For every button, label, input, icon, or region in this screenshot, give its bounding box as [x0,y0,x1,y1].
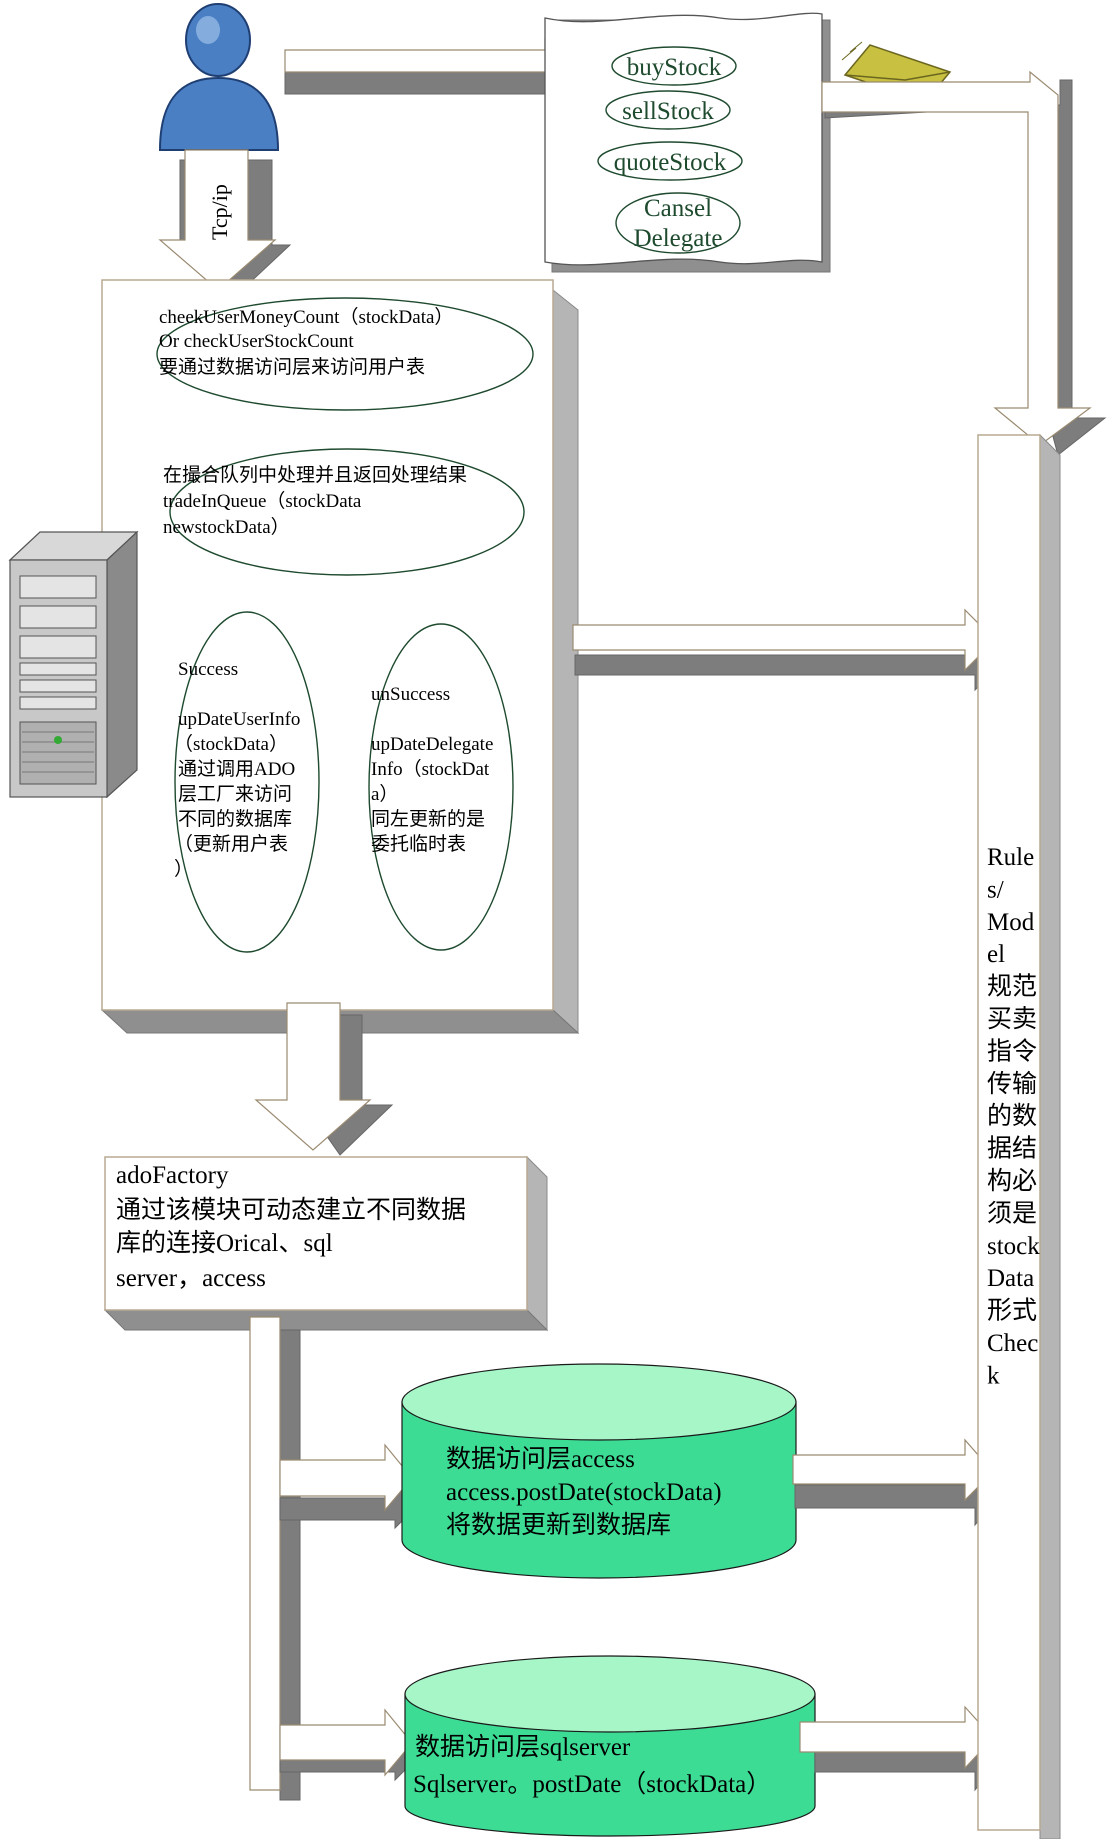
db-access-line-1: 数据访问层access [446,1445,635,1473]
db-access-line-2: access.postDate(stockData) [446,1479,722,1506]
cancel-delegate-label-1: Cansel [644,195,712,222]
success-line-8: （更新用户表 [174,833,288,855]
check-line-1: cheekUserMoneyCount（stockData） [159,306,453,328]
arrow-access-to-rules [792,1438,1001,1527]
commands-panel: buyStock sellStock quoteStock Cansel Del… [544,12,831,273]
arrow-commands-to-rules [821,70,1107,456]
cancel-delegate-label-2: Delegate [634,225,723,252]
rules-line: el [987,941,1005,968]
quote-stock-node [597,141,743,181]
check-user-node [156,297,534,411]
success-line-5: 通过调用ADO [178,758,295,780]
db-access-line-3: 将数据更新到数据库 [446,1511,671,1539]
ado-line-3: 库的连接Orical、sql [116,1229,333,1257]
check-line-3: 要通过数据访问层来访问用户表 [159,356,425,378]
ado-line-2: 通过该模块可动态建立不同数据 [116,1196,466,1224]
ado-line-1: adoFactory [116,1162,229,1189]
rules-line: 形式 [987,1297,1037,1325]
ado-factory-panel: adoFactory 通过该模块可动态建立不同数据 库的连接Orical、sql… [103,1155,549,1332]
arrow-sqlserver-to-rules [799,1705,1001,1792]
success-line-6: 层工厂来访问 [178,783,292,805]
rules-line: 买卖 [987,1005,1037,1033]
unsuccess-node [368,623,514,951]
buy-stock-label: buyStock [627,54,722,81]
rules-line: 指令 [987,1037,1037,1065]
server-tower-icon [8,530,139,799]
quote-stock-label: quoteStock [614,149,727,176]
rules-line: Chec [987,1330,1038,1357]
rules-line: Data [987,1265,1034,1292]
success-line-4: （stockData） [174,733,288,755]
db-access-cylinder: 数据访问层access access.postDate(stockData) 将… [401,1363,797,1579]
arrow-user-to-commands [284,37,571,116]
rules-line: 构必 [987,1167,1037,1195]
ado-line-4: server，access [116,1265,266,1292]
rules-line: 规范 [987,973,1037,1001]
db-sqlserver-cylinder: 数据访问层sqlserver Sqlserver。postDate（stockD… [404,1655,816,1837]
rules-line: stock [987,1233,1040,1260]
trade-queue-node [169,448,525,576]
unsuccess-line-7: 委托临时表 [371,833,466,855]
tcp-ip-label: Tcp/ip [207,184,232,240]
arrow-business-to-rules [572,608,1001,692]
sell-stock-label: sellStock [622,98,714,125]
check-line-2: Or checkUserStockCount [159,331,354,352]
rules-line: 须是 [987,1200,1037,1227]
unsuccess-line-4: Info（stockDat [371,758,490,780]
success-line-7: 不同的数据库 [178,808,292,830]
business-panel: cheekUserMoneyCount（stockData） Or checkU… [100,279,580,1035]
trade-line-3: newstockData） [163,516,290,538]
rules-line: s/ [987,876,1004,903]
arrow-tcp-ip: Tcp/ip [158,149,292,291]
arrow-ado-to-databases [249,1316,421,1801]
unsuccess-text: unSuccess upDateDelegate Info（stockDat a… [371,684,493,855]
success-line-3: upDateUserInfo [178,709,300,730]
rules-line: k [987,1362,1000,1389]
unsuccess-line-5: a） [371,783,398,805]
rules-line: 据结 [987,1135,1037,1163]
rules-line: 传输 [987,1070,1037,1098]
success-line-9: ） [174,858,193,880]
arrow-business-to-ado [254,1002,394,1156]
sell-stock-node [605,90,731,130]
user-icon [158,3,280,151]
rules-line: 的数 [987,1102,1037,1130]
trade-line-2: tradeInQueue（stockData [163,490,362,512]
success-line-1: Success [178,659,238,680]
unsuccess-line-3: upDateDelegate [371,734,493,755]
rules-line: Rule [987,844,1034,871]
db-sqlserver-line-1: 数据访问层sqlserver [415,1733,631,1761]
cancel-delegate-node [615,192,741,254]
success-text: Success upDateUserInfo （stockData） 通过调用A… [174,659,300,880]
db-sqlserver-line-2: Sqlserver。postDate（stockData） [413,1770,771,1798]
buy-stock-node [611,46,737,86]
rules-line: Mod [987,909,1035,936]
success-node [174,611,320,953]
trade-line-1: 在撮合队列中处理并且返回处理结果 [163,464,467,486]
unsuccess-line-1: unSuccess [371,684,450,705]
unsuccess-line-6: 同左更新的是 [371,808,485,830]
